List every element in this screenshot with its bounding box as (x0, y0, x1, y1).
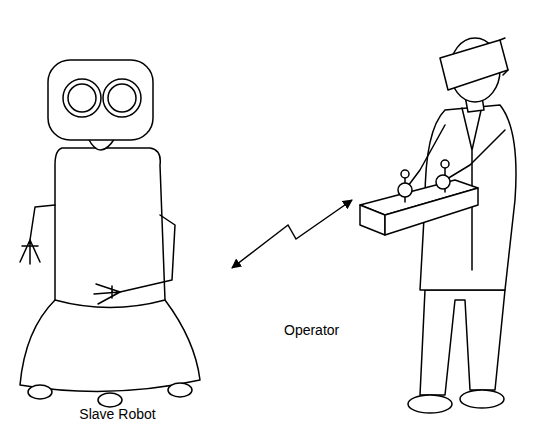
radio-link-arrow (232, 200, 352, 268)
operator-figure (360, 38, 516, 413)
robot-figure (20, 60, 200, 407)
figure-label: Slave Robot (79, 406, 155, 423)
operator-node: Operator (356, 22, 516, 422)
robot-node: Slave Robot (5, 55, 230, 427)
figure-label: Operator (284, 322, 339, 339)
